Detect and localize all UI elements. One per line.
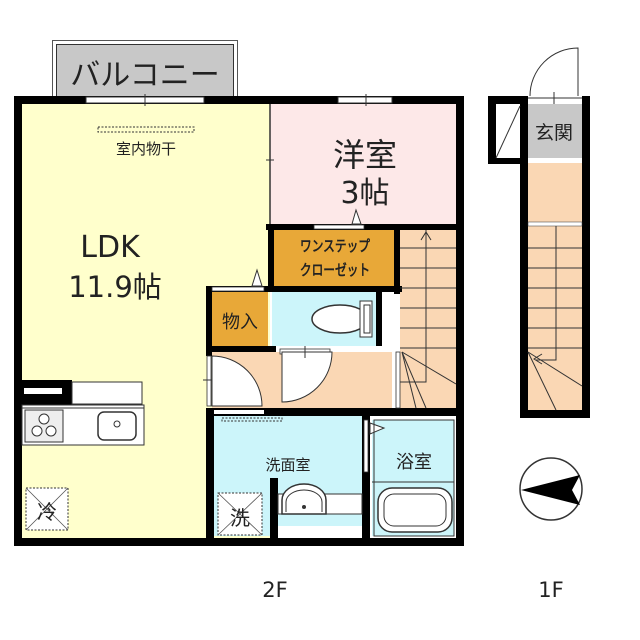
balcony-fill xyxy=(56,44,234,98)
compass-north-arrow-icon xyxy=(519,457,583,521)
floor-label-2f: 2F xyxy=(262,578,288,602)
washer-label: 洗 xyxy=(230,506,250,530)
one-step-closet-label-1: ワンステップ xyxy=(300,237,370,255)
ldk-label: LDK xyxy=(80,230,140,265)
staircase-1f xyxy=(526,162,582,412)
floor-label-1f: 1F xyxy=(538,578,564,602)
entrance-room xyxy=(526,104,582,158)
western-room-label: 洋室 xyxy=(332,136,397,174)
ldk-size: 11.9帖 xyxy=(68,270,162,304)
storage-closet xyxy=(212,292,268,346)
washroom-label: 洗面室 xyxy=(265,456,311,474)
one-step-closet xyxy=(274,230,396,286)
one-step-closet-label-2: クローゼット xyxy=(299,261,371,279)
entrance-label: 玄関 xyxy=(534,122,573,144)
storage-label: 物入 xyxy=(222,312,258,333)
balcony-label: バルコニー xyxy=(70,58,220,93)
drying-rack-label: 室内物干 xyxy=(115,140,176,158)
bathroom-label: 浴室 xyxy=(396,452,432,473)
western-room-size: 3帖 xyxy=(340,176,390,211)
fridge-label: 冷 xyxy=(37,500,57,524)
western-room xyxy=(270,102,456,226)
